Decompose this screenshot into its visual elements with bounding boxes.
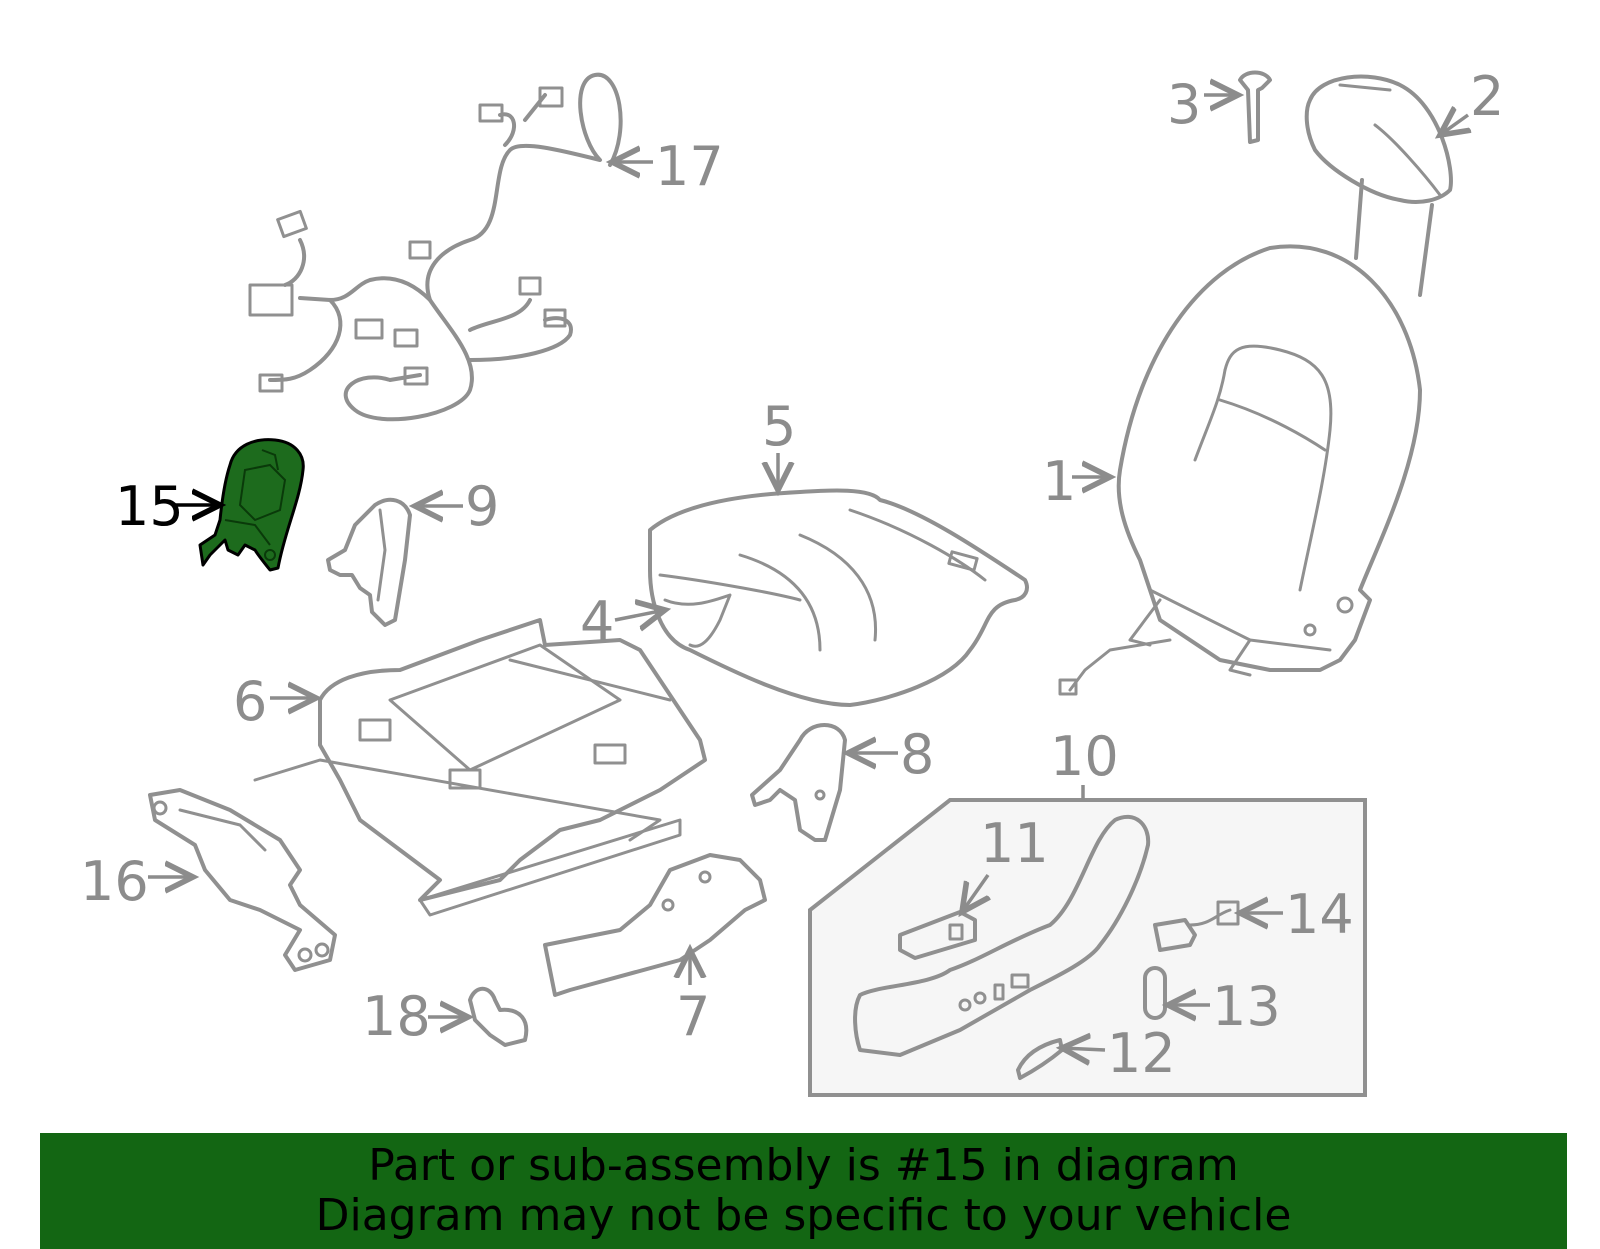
part-3-guide — [1238, 70, 1272, 144]
callout-3: 3 — [1167, 73, 1238, 136]
svg-text:10: 10 — [1050, 725, 1119, 788]
part-7-side-cover — [543, 853, 767, 997]
callout-10: 10 — [1050, 725, 1119, 800]
callout-6: 6 — [233, 670, 316, 733]
svg-text:14: 14 — [1285, 883, 1354, 946]
svg-text:13: 13 — [1212, 975, 1281, 1038]
part-16-bracket — [148, 788, 337, 972]
part-15-highlighted — [198, 438, 305, 572]
callout-16: 16 — [80, 850, 193, 913]
callout-1: 1 — [1042, 450, 1110, 513]
callout-13: 13 — [1168, 975, 1281, 1038]
callout-5: 5 — [762, 395, 796, 490]
svg-text:9: 9 — [465, 475, 499, 538]
svg-text:5: 5 — [762, 395, 796, 458]
callout-9: 9 — [415, 475, 499, 538]
svg-text:4: 4 — [580, 590, 614, 653]
part-9-bracket — [326, 497, 412, 627]
callout-2: 2 — [1440, 65, 1504, 135]
svg-text:18: 18 — [362, 985, 431, 1048]
callout-11: 11 — [962, 812, 1049, 912]
part-6-seat-frame — [253, 618, 707, 917]
part-5-cushion-cover — [648, 488, 1029, 707]
part-4-cushion-pad — [663, 593, 732, 648]
part-18-clip — [468, 986, 529, 1047]
svg-text:12: 12 — [1107, 1022, 1176, 1085]
callout-4: 4 — [580, 590, 665, 653]
part-8-bracket — [750, 723, 847, 842]
svg-text:17: 17 — [655, 135, 724, 198]
svg-text:1: 1 — [1042, 450, 1076, 513]
banner-line-disclaimer: Diagram may not be specific to your vehi… — [315, 1190, 1292, 1241]
banner-line-part-number: Part or sub-assembly is #15 in diagram — [368, 1140, 1239, 1191]
callout-12: 12 — [1062, 1022, 1176, 1085]
svg-text:2: 2 — [1470, 65, 1504, 128]
part-10-side-cover — [853, 814, 1151, 1057]
svg-text:8: 8 — [900, 723, 934, 786]
part-17-wiring-harness — [248, 72, 623, 422]
part-10-switch-assembly-box — [808, 798, 1367, 1097]
svg-text:15: 15 — [115, 475, 184, 538]
svg-text:11: 11 — [980, 812, 1049, 875]
svg-text:3: 3 — [1167, 73, 1201, 136]
callout-14: 14 — [1240, 883, 1354, 946]
part-2-headrest — [1304, 74, 1453, 297]
info-banner: Part or sub-assembly is #15 in diagram D… — [40, 1133, 1567, 1249]
svg-text:7: 7 — [676, 985, 710, 1048]
callout-18: 18 — [362, 985, 468, 1048]
callout-8: 8 — [848, 723, 934, 786]
callout-15: 15 — [115, 475, 220, 538]
callout-7: 7 — [676, 950, 710, 1048]
svg-text:6: 6 — [233, 670, 267, 733]
part-1-seat-back — [1058, 244, 1422, 696]
callout-17: 17 — [612, 135, 724, 198]
svg-text:16: 16 — [80, 850, 149, 913]
